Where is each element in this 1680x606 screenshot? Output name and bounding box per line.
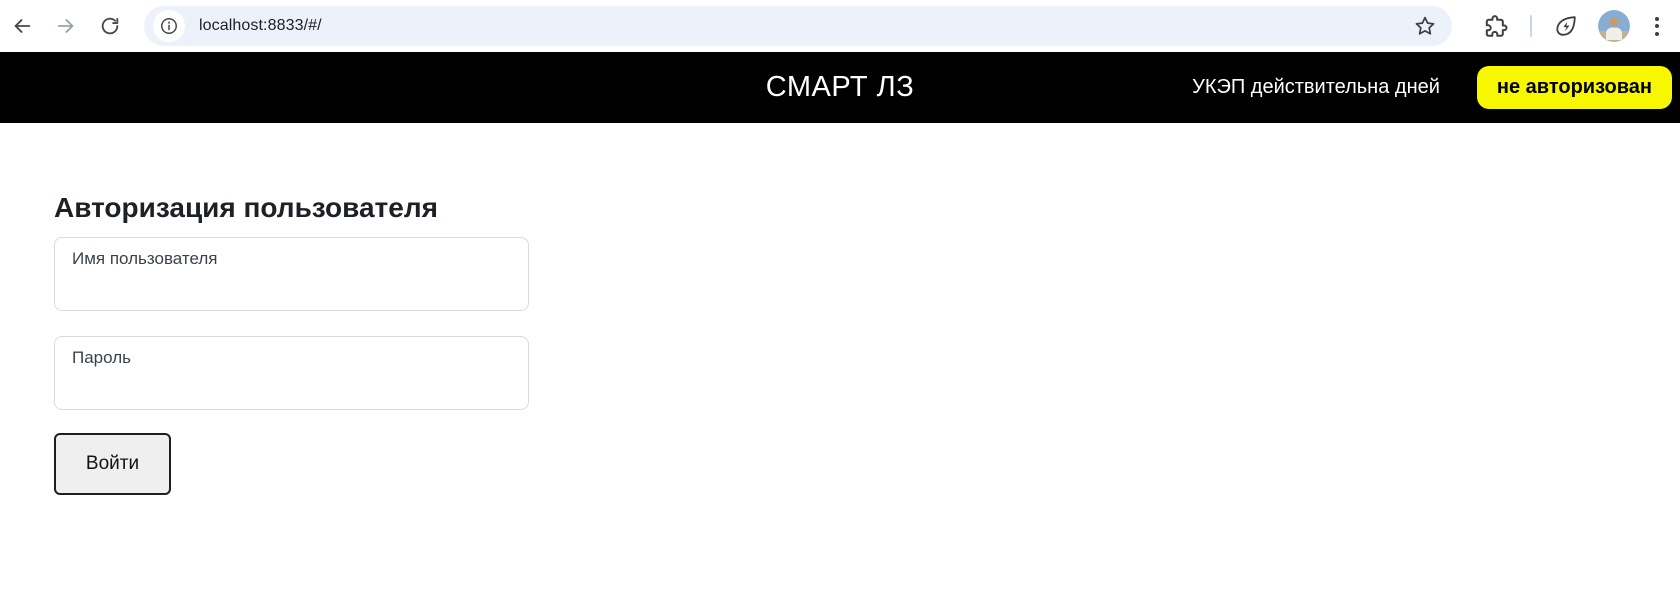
extensions-icon[interactable] (1476, 6, 1516, 46)
forward-button[interactable] (44, 4, 88, 48)
password-input[interactable] (54, 335, 529, 410)
back-button[interactable] (0, 4, 44, 48)
browser-toolbar: localhost:8833/#/ (0, 0, 1680, 52)
header-right-group: УКЭП действительна дней не авторизован (1192, 66, 1672, 109)
login-button[interactable]: Войти (54, 432, 171, 495)
profile-avatar[interactable] (1598, 10, 1630, 42)
back-arrow-icon (11, 15, 33, 37)
auth-status-badge: не авторизован (1476, 66, 1672, 109)
refresh-icon (99, 15, 121, 37)
browser-menu-icon[interactable] (1642, 6, 1672, 46)
energy-saver-icon[interactable] (1546, 6, 1586, 46)
toolbar-divider (1530, 15, 1532, 37)
page-title: Авторизация пользователя (54, 192, 438, 223)
url-text: localhost:8833/#/ (199, 17, 322, 34)
username-input[interactable] (54, 236, 529, 311)
site-info-icon[interactable] (153, 10, 185, 42)
forward-arrow-icon (55, 15, 77, 37)
refresh-button[interactable] (88, 4, 132, 48)
ukep-status-text: УКЭП действительна дней (1192, 76, 1440, 98)
bookmark-star-icon[interactable] (1411, 12, 1439, 40)
login-page: Авторизация пользователя Войти (0, 192, 1680, 495)
url-bar[interactable]: localhost:8833/#/ (144, 6, 1452, 46)
app-header: СМАРТ ЛЗ УКЭП действительна дней не авто… (0, 52, 1680, 123)
